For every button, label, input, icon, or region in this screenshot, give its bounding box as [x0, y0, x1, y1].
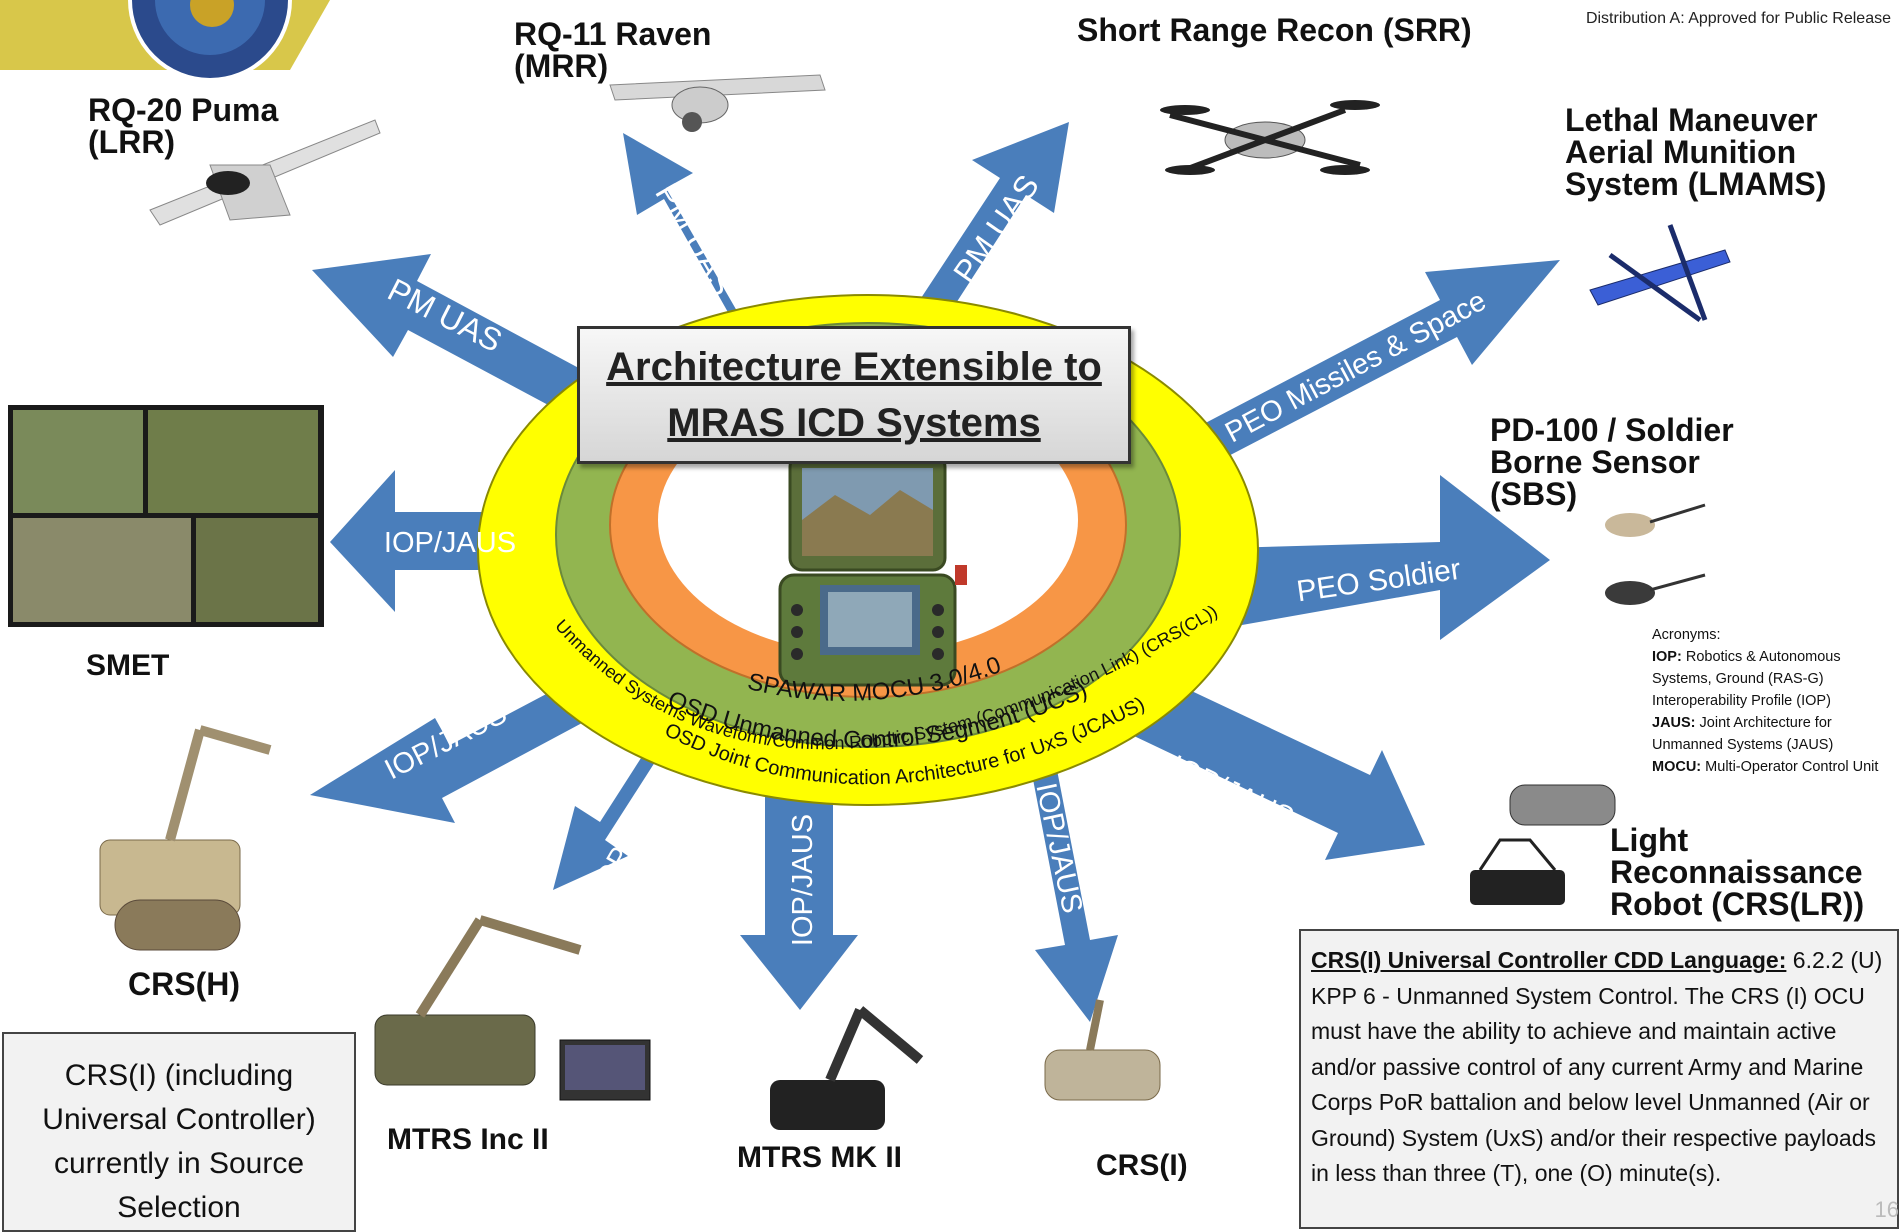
- arrow-label-smet: IOP/JAUS: [384, 527, 516, 559]
- arrow-puma: [312, 254, 588, 422]
- page-number: 16: [1874, 1197, 1899, 1222]
- crsi-image: [1044, 999, 1161, 1101]
- arrow-crsh: [310, 655, 620, 823]
- lmams-image: [1589, 224, 1731, 323]
- pd100-image: [1605, 503, 1706, 605]
- acronyms-legend: Acronyms: IOP: Robotics & Autonomous Sys…: [1652, 624, 1897, 778]
- lr-robot-image: [1470, 784, 1616, 905]
- acronym-jaus: JAUS: Joint Architecture for Unmanned Sy…: [1652, 715, 1834, 753]
- title-box: Architecture Extensible to MRAS ICD Syst…: [577, 326, 1131, 464]
- title-line-2: MRAS ICD Systems: [667, 401, 1041, 445]
- mocu-controller-image: [778, 453, 967, 687]
- cdd-language-box: CRS(I) Universal Controller CDD Language…: [1299, 929, 1899, 1229]
- distribution-statement: Distribution A: Approved for Public Rele…: [1585, 10, 1891, 27]
- raven-image: [609, 74, 826, 132]
- arrow-label-raven: PM UAS: [648, 177, 741, 301]
- label-mtrs-inc: MTRS Inc II: [387, 1123, 549, 1156]
- label-raven: RQ-11 Raven(MRR): [514, 16, 712, 84]
- arrow-label-mtrs-mk: IOP/JAUS: [787, 814, 819, 946]
- arrow-lmams: [1173, 260, 1560, 476]
- acronym-mocu: MOCU: Multi-Operator Control Unit: [1652, 759, 1879, 775]
- arrow-label-crsi: IOP/JAUS: [1029, 780, 1088, 916]
- crsi-source-selection-box: CRS(I) (including Universal Controller) …: [2, 1032, 356, 1232]
- arrow-label-lmams: PEO Missiles & Space: [1220, 285, 1491, 449]
- cdd-text: 6.2.2 (U) KPP 6 - Unmanned System Contro…: [1311, 947, 1883, 1186]
- mtrs-inc-image: [374, 915, 651, 1101]
- force-projection-logo: [0, 0, 330, 82]
- label-crsi: CRS(I): [1096, 1149, 1188, 1182]
- mtrs-mk-image: [770, 1006, 924, 1130]
- arrow-smet: [330, 470, 540, 612]
- puma-image: [149, 119, 381, 226]
- cdd-heading: CRS(I) Universal Controller CDD Language…: [1311, 947, 1787, 973]
- arrow-crsi: [1020, 708, 1118, 1022]
- acronyms-heading: Acronyms:: [1652, 627, 1721, 643]
- arrow-srr: [900, 122, 1069, 348]
- label-puma: RQ-20 Puma(LRR): [88, 92, 279, 160]
- acronym-iop: IOP: Robotics & Autonomous Systems, Grou…: [1652, 649, 1841, 709]
- srr-quadcopter-image: [1160, 100, 1380, 175]
- arrow-raven: [623, 133, 741, 330]
- crsh-image: [99, 725, 272, 951]
- label-srr: Short Range Recon (SRR): [1077, 12, 1472, 48]
- arrow-soldier: [1225, 475, 1550, 640]
- smet-images: [8, 405, 324, 627]
- label-crsh: CRS(H): [128, 966, 240, 1002]
- label-smet: SMET: [86, 649, 170, 682]
- label-mtrs-mk: MTRS MK II: [737, 1141, 902, 1174]
- title-line-1: Architecture Extensible to: [606, 345, 1102, 389]
